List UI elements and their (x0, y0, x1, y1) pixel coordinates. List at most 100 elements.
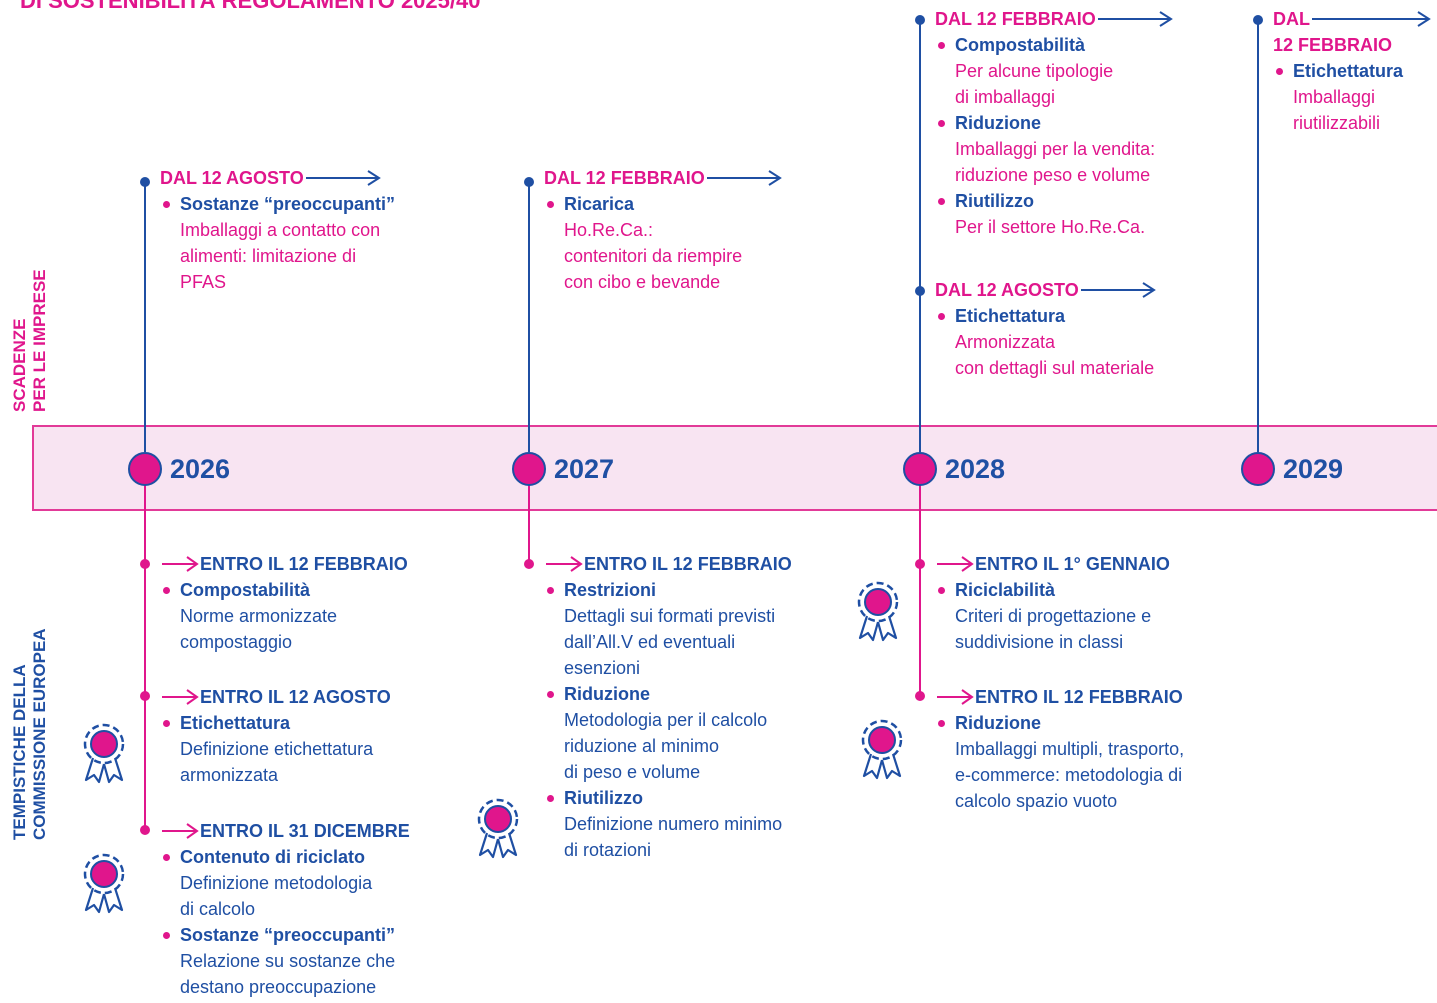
award-badge-icon (477, 798, 519, 859)
page-title: DI SOSTENIBILITÀ REGOLAMENTO 2025/40 (20, 0, 481, 13)
item-title: Sostanze “preoccupanti” (160, 922, 410, 948)
commission-block: ENTRO IL 1° GENNAIO Riciclabilità Criter… (935, 551, 1170, 655)
item-description: Imballaggi riutilizzabili (1293, 87, 1381, 133)
deadline-date: ENTRO IL 12 FEBBRAIO (975, 687, 1183, 707)
item-description: Norme armonizzate compostaggio (180, 606, 338, 652)
deadline-heading: DAL 12 AGOSTO (935, 277, 1157, 303)
deadline-block: DAL 12 FEBBRAIO Compostabilità Per alcun… (935, 6, 1174, 240)
item-description: Imballaggi multipli, trasporto, e-commer… (955, 739, 1185, 811)
item-description: Definizione etichettatura armonizzata (180, 739, 374, 785)
item-title: Sostanze “preoccupanti” (160, 191, 395, 217)
timeline-node (915, 559, 925, 569)
arrow-right-icon (305, 170, 381, 186)
item-title: Compostabilità (160, 577, 408, 603)
item-description: Relazione su sostanze che destano preocc… (180, 951, 396, 997)
timeline-node (140, 177, 150, 187)
award-badge-icon (857, 581, 899, 642)
deadline-heading: DAL 12 FEBBRAIO (935, 6, 1174, 32)
timeline-node (140, 559, 150, 569)
award-badge-icon (83, 853, 125, 914)
deadline-block: DAL 12 AGOSTO Etichettatura Armonizzata … (935, 277, 1157, 381)
year-label: 2027 (554, 454, 615, 484)
deadline-date: DAL 12 AGOSTO (160, 168, 304, 188)
deadline-heading: DAL 12 AGOSTO (160, 165, 395, 191)
year-marker (128, 452, 162, 486)
item-title: Riutilizzo (935, 188, 1174, 214)
deadline-block: DAL 12 FEBBRAIO Ricarica Ho.Re.Ca.: cont… (544, 165, 783, 295)
item-title: Restrizioni (544, 577, 792, 603)
item-description: Armonizzata con dettagli sul materiale (955, 332, 1155, 378)
commission-heading: ENTRO IL 12 FEBBRAIO (544, 551, 792, 577)
commission-heading: ENTRO IL 12 FEBBRAIO (160, 551, 408, 577)
award-badge-icon (83, 723, 125, 784)
timeline-node (524, 559, 534, 569)
item-title: Riduzione (935, 110, 1174, 136)
item-title: Etichettatura (160, 710, 391, 736)
deadline-date: ENTRO IL 31 DICEMBRE (200, 821, 410, 841)
year-label: 2028 (945, 454, 1006, 484)
side-label-line: SCADENZE (10, 318, 29, 412)
item-title: Contenuto di riciclato (160, 844, 410, 870)
timeline-node (1253, 15, 1263, 25)
item-description: Criteri di progettazione e suddivisione … (955, 606, 1152, 652)
deadline-heading: DAL (1273, 6, 1432, 32)
side-label-scadenze: SCADENZE PER LE IMPRESE (10, 269, 50, 412)
item-description: Metodologia per il calcolo riduzione al … (564, 710, 768, 782)
commission-block: ENTRO IL 31 DICEMBRE Contenuto di ricicl… (160, 818, 410, 1000)
side-label-line: TEMPISTICHE DELLA (10, 664, 29, 840)
connector-line (919, 470, 921, 698)
item-title: Etichettatura (935, 303, 1157, 329)
item-description: Per il settore Ho.Re.Ca. (955, 217, 1146, 237)
connector-line (1257, 18, 1259, 452)
connector-line (528, 182, 530, 452)
connector-line (528, 470, 530, 566)
item-title: Riciclabilità (935, 577, 1170, 603)
year-marker (1241, 452, 1275, 486)
timeline-node (915, 286, 925, 296)
arrow-right-icon (1097, 11, 1173, 27)
item-description: Per alcune tipologie di imballaggi (955, 61, 1114, 107)
award-badge-icon (861, 719, 903, 780)
item-title: Etichettatura (1273, 58, 1432, 84)
item-description: Dettagli sui formati previsti dall’All.V… (564, 606, 776, 678)
arrow-right-icon (1080, 282, 1156, 298)
commission-block: ENTRO IL 12 FEBBRAIO Restrizioni Dettagl… (544, 551, 792, 863)
arrow-right-icon (706, 170, 782, 186)
deadline-date: 12 FEBBRAIO (1273, 35, 1393, 55)
deadline-date: DAL 12 FEBBRAIO (544, 168, 705, 188)
commission-heading: ENTRO IL 12 FEBBRAIO (935, 684, 1184, 710)
item-description: Definizione numero minimo di rotazioni (564, 814, 783, 860)
deadline-date: DAL 12 FEBBRAIO (935, 9, 1096, 29)
deadline-date: ENTRO IL 12 FEBBRAIO (200, 554, 408, 574)
deadline-heading-line2: 12 FEBBRAIO (1273, 32, 1432, 58)
side-label-tempistiche: TEMPISTICHE DELLA COMMISSIONE EUROPEA (10, 628, 50, 840)
arrow-right-icon (937, 689, 974, 705)
year-marker (903, 452, 937, 486)
commission-heading: ENTRO IL 31 DICEMBRE (160, 818, 410, 844)
deadline-block: DAL 12 FEBBRAIO Etichettatura Imballaggi… (1273, 6, 1432, 136)
item-description: Imballaggi per la vendita: riduzione pes… (955, 139, 1156, 185)
item-title: Riduzione (935, 710, 1184, 736)
commission-block: ENTRO IL 12 AGOSTO Etichettatura Definiz… (160, 684, 391, 788)
year-label: 2026 (170, 454, 231, 484)
connector-line (144, 470, 146, 830)
arrow-right-icon (162, 689, 199, 705)
item-description: Ho.Re.Ca.: contenitori da riempire con c… (564, 220, 743, 292)
timeline-node (915, 691, 925, 701)
arrow-right-icon (546, 556, 583, 572)
item-title: Compostabilità (935, 32, 1174, 58)
year-marker (512, 452, 546, 486)
commission-block: ENTRO IL 12 FEBBRAIO Riduzione Imballagg… (935, 684, 1184, 814)
timeline-node (140, 825, 150, 835)
side-label-line: COMMISSIONE EUROPEA (30, 628, 49, 840)
deadline-date: DAL (1273, 9, 1310, 29)
arrow-right-icon (162, 823, 199, 839)
arrow-right-icon (1312, 11, 1431, 27)
timeline-node (915, 15, 925, 25)
arrow-right-icon (162, 556, 199, 572)
arrow-right-icon (937, 556, 974, 572)
connector-line (144, 182, 146, 452)
deadline-date: ENTRO IL 12 AGOSTO (200, 687, 391, 707)
deadline-block: DAL 12 AGOSTO Sostanze “preoccupanti” Im… (160, 165, 395, 295)
year-label: 2029 (1283, 454, 1344, 484)
